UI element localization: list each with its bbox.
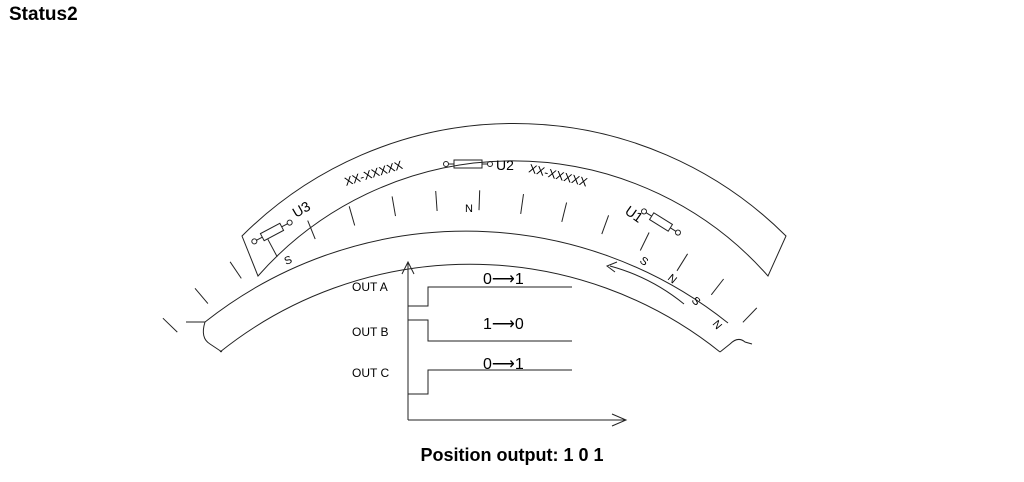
- magnet-segment-divider: [478, 190, 481, 211]
- out-c-trace: [408, 369, 572, 395]
- out-b-transition: 1⟶0: [483, 316, 524, 333]
- magnet-ring-outer: [204, 230, 729, 324]
- magnet-label-n-top: N: [465, 203, 473, 215]
- magnet-segment-divider: [561, 202, 568, 223]
- magnet-segment-divider: [639, 232, 650, 251]
- magnet-segment-divider: [307, 220, 316, 240]
- sensor-u2-label: U2: [496, 157, 514, 173]
- magnet-segment-divider: [348, 206, 356, 226]
- magnet-segment-divider: [435, 190, 438, 212]
- out-a-transition: 0⟶1: [483, 271, 524, 288]
- magnet-label-s-left: S: [283, 254, 294, 268]
- magnet-segment-divider: [710, 278, 724, 296]
- magnet-segment-divider: [229, 261, 242, 279]
- magnet-segment-divider: [520, 194, 524, 214]
- sensor-holder-band: [241, 123, 787, 277]
- out-a-label: OUT A: [352, 280, 388, 294]
- magnet-segment-divider: [742, 307, 758, 323]
- magnet-segment-divider: [194, 287, 209, 304]
- out-b-trace: [408, 319, 572, 342]
- rotation-arrow: [609, 265, 685, 305]
- out-b-label: OUT B: [352, 325, 388, 339]
- sensor-u2: [443, 159, 493, 169]
- out-c-label: OUT C: [352, 366, 389, 380]
- magnet-label-right-1: S: [637, 255, 650, 269]
- magnet-segment-divider: [162, 317, 178, 333]
- magnet-label-right-4: N: [710, 318, 724, 332]
- magnet-label-right-2: N: [665, 272, 679, 286]
- timing-y-arrowhead: [401, 260, 415, 275]
- position-output-caption: Position output: 1 0 1: [420, 445, 604, 465]
- magnet-segment-divider: [391, 196, 396, 217]
- ring-right-break: [719, 338, 753, 353]
- ring-left-break: [186, 321, 223, 353]
- timing-x-arrowhead: [611, 413, 628, 427]
- magnet-segment-divider: [267, 238, 278, 258]
- magnet-segment-divider: [601, 215, 610, 235]
- rotation-arrowhead: [605, 261, 618, 273]
- out-a-trace: [408, 286, 572, 307]
- part-number-left: XX-XXXXX: [343, 158, 405, 189]
- magnet-ring-inner: [219, 263, 721, 353]
- part-number-right: XX-XXXXX: [527, 161, 589, 189]
- sensor-u1: [641, 208, 681, 236]
- magnet-segments: [162, 190, 758, 333]
- sensor-u1-label: U1: [622, 202, 646, 225]
- magnet-segment-divider: [676, 253, 689, 272]
- page-title: Status2: [9, 4, 78, 25]
- out-c-transition: 0⟶1: [483, 356, 524, 373]
- sensor-u3: [251, 219, 293, 245]
- sensor-u3-label: U3: [290, 198, 314, 221]
